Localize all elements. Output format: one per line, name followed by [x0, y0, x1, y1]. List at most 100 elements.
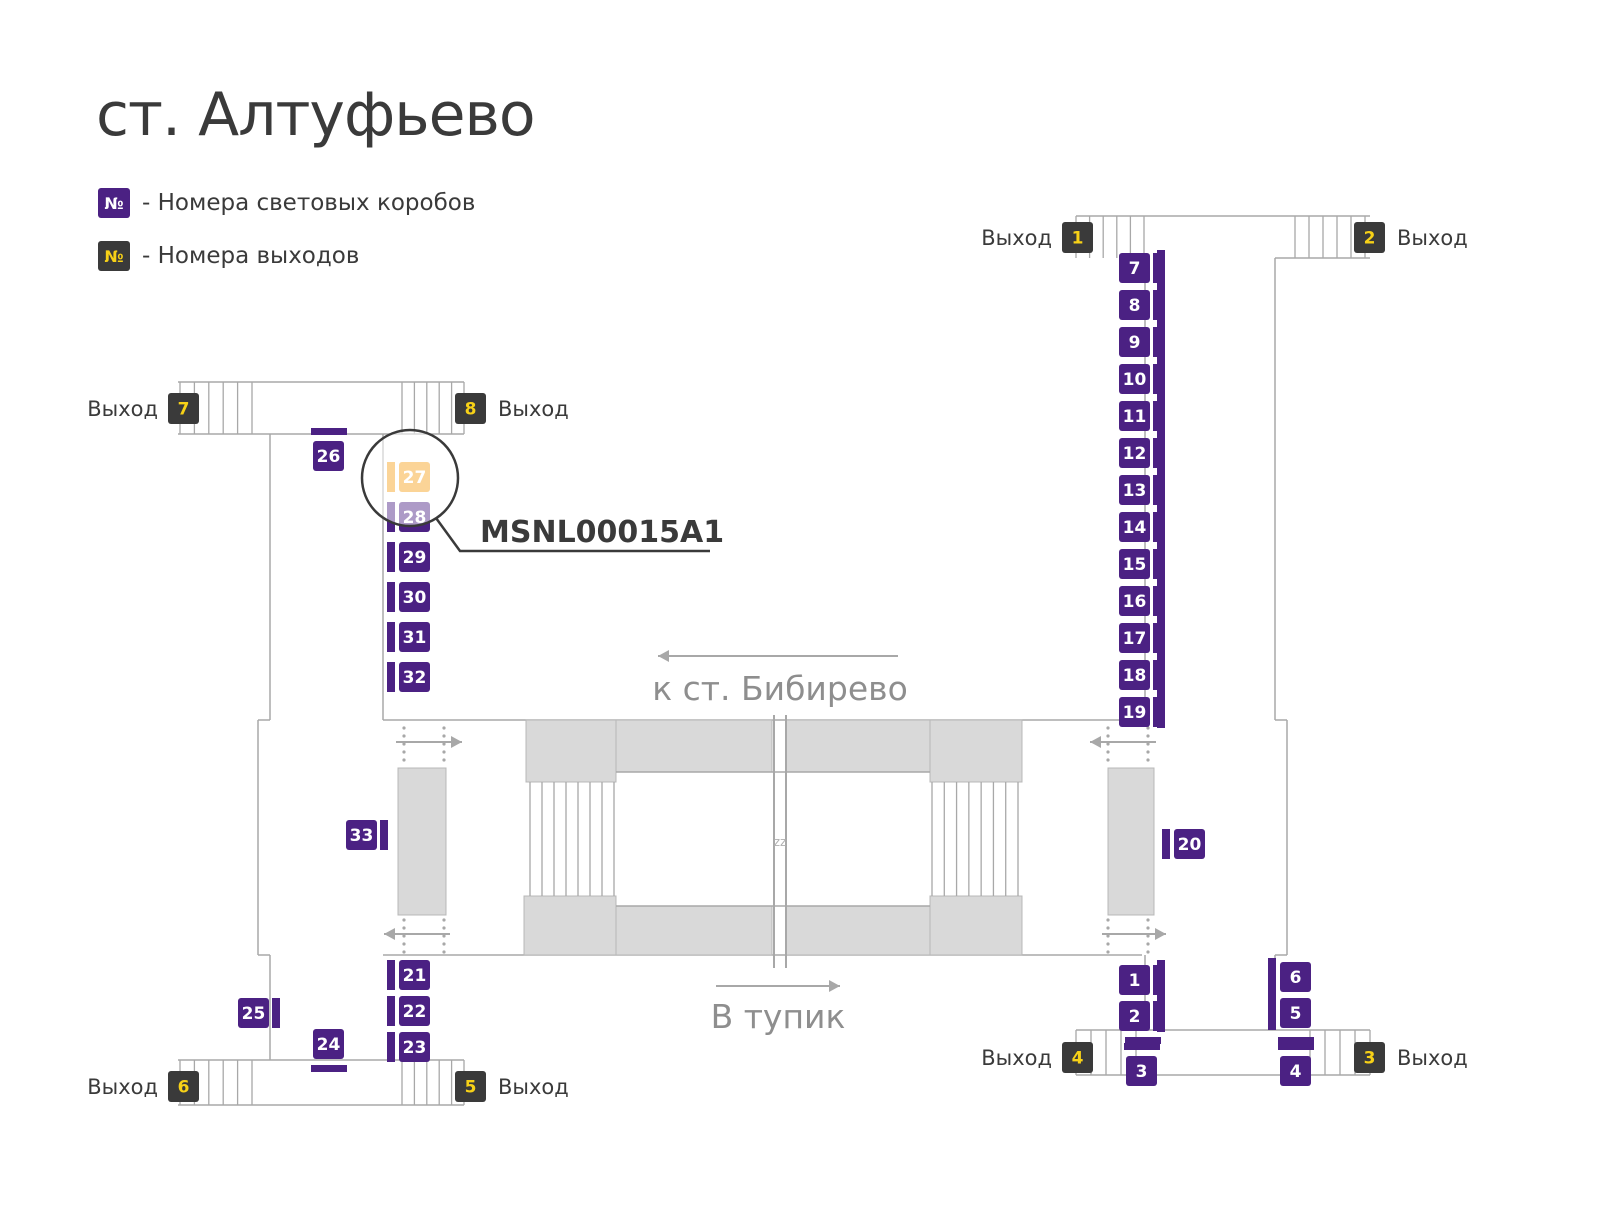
- platform-block: [525, 719, 617, 783]
- escalator-left: [529, 782, 615, 896]
- lightbox-11: 11: [1119, 401, 1150, 431]
- platform-block: [615, 905, 773, 956]
- lightbox-24-mount: [311, 1065, 347, 1072]
- lightbox-12-bg: [1119, 438, 1150, 468]
- dot: [1106, 726, 1110, 730]
- lightbox-23-label: 23: [403, 1038, 427, 1058]
- lightbox-column-mount: [1157, 960, 1165, 1032]
- arrow-head: [829, 980, 840, 992]
- dot: [402, 734, 406, 738]
- track-break: zz: [774, 835, 787, 849]
- lightbox-12: 12: [1119, 438, 1150, 468]
- dot: [1146, 750, 1150, 754]
- lightbox-21: 21: [399, 960, 430, 990]
- exit-7-chip-bg: [168, 393, 199, 424]
- lightbox-1-bg: [1119, 965, 1150, 995]
- lightbox-20-bg: [1174, 829, 1205, 859]
- platform-block: [523, 895, 617, 956]
- lightbox-5-label: 5: [1290, 1004, 1302, 1024]
- legend-exit-chip: №: [98, 241, 130, 271]
- lightbox-22-bg: [399, 996, 430, 1026]
- dot: [1106, 734, 1110, 738]
- lightbox-7: 7: [1119, 253, 1150, 283]
- platform-block: [785, 905, 931, 956]
- lightbox-6: 6: [1280, 962, 1311, 992]
- exit-4-chip-bg: [1062, 1042, 1093, 1073]
- exit-4-label: Выход: [981, 1046, 1052, 1070]
- lightbox-10-bg: [1119, 364, 1150, 394]
- dot: [1146, 934, 1150, 938]
- direction-label-bibirevo: к ст. Бибирево: [652, 669, 908, 708]
- platform-block: [615, 719, 773, 773]
- direction-label-dead-end: В тупик: [711, 997, 846, 1036]
- lightbox-32-mount: [387, 662, 395, 692]
- lightbox-3-bg: [1126, 1056, 1157, 1086]
- passage-dots: [1146, 726, 1150, 762]
- lightbox-19-label: 19: [1123, 703, 1147, 723]
- exit-6-chip-bg: [168, 1071, 199, 1102]
- lightbox-3-label: 3: [1136, 1062, 1148, 1082]
- legend-exit-text: - Номера выходов: [142, 243, 360, 269]
- lightbox-2-label: 2: [1129, 1007, 1141, 1027]
- lightbox-24-label: 24: [317, 1035, 341, 1055]
- lightbox-24-bg: [313, 1029, 344, 1059]
- lightbox-3-top-bar: [1125, 1037, 1161, 1044]
- exit-3-chip-label: 3: [1364, 1049, 1376, 1069]
- dot: [1106, 950, 1110, 954]
- lightbox-12-label: 12: [1123, 444, 1147, 464]
- exit-6-label: Выход: [87, 1075, 158, 1099]
- dot: [402, 934, 406, 938]
- exit-2-chip-label: 2: [1364, 229, 1376, 249]
- lightbox-31-label: 31: [403, 628, 427, 648]
- arrow-head: [658, 650, 669, 662]
- lightbox-21-label: 21: [403, 966, 427, 986]
- exit-2-chip: 2: [1354, 222, 1385, 253]
- lightbox-16-bg: [1119, 586, 1150, 616]
- exit-1-chip-bg: [1062, 222, 1093, 253]
- exit-1-label: Выход: [981, 226, 1052, 250]
- lightbox-25-bg: [238, 998, 269, 1028]
- lightbox-column-mount: [1268, 958, 1276, 1030]
- exit-1-chip: 1: [1062, 222, 1093, 253]
- lightbox-5-bg: [1280, 998, 1311, 1028]
- passage-dots: [1106, 726, 1110, 762]
- lightbox-19-bg: [1119, 697, 1150, 727]
- dot: [442, 934, 446, 938]
- lightbox-8-label: 8: [1129, 296, 1141, 316]
- lightbox-32-label: 32: [403, 668, 427, 688]
- lightbox-22-label: 22: [403, 1002, 427, 1022]
- dot: [442, 918, 446, 922]
- lightbox-11-bg: [1119, 401, 1150, 431]
- dot: [442, 742, 446, 746]
- exit-5-chip-bg: [455, 1071, 486, 1102]
- lightbox-23: 23: [399, 1032, 430, 1062]
- dot: [1146, 742, 1150, 746]
- arrow-head: [451, 736, 462, 748]
- passage-arrow: [1090, 736, 1156, 748]
- exit-2-chip-bg: [1354, 222, 1385, 253]
- lightbox-20-mount: [1162, 829, 1170, 859]
- dot: [402, 918, 406, 922]
- lightbox-18: 18: [1119, 660, 1150, 690]
- lightbox-11-label: 11: [1123, 407, 1147, 427]
- lightbox-31-mount: [387, 622, 395, 652]
- lightbox-29-mount: [387, 542, 395, 572]
- lightbox-14-bg: [1119, 512, 1150, 542]
- dot: [1146, 918, 1150, 922]
- lightbox-13-label: 13: [1123, 481, 1147, 501]
- platform-block: [929, 895, 1023, 956]
- lightbox-31: 31: [399, 622, 430, 652]
- lightbox-31-bg: [399, 622, 430, 652]
- exit-4-chip-label: 4: [1072, 1049, 1084, 1069]
- lightbox-33-mount: [380, 820, 388, 850]
- highlight-circle: [360, 428, 460, 528]
- passage-dots: [442, 918, 446, 954]
- exit-7-chip: 7: [168, 393, 199, 424]
- escalator-right: [931, 782, 1019, 896]
- dot: [1146, 734, 1150, 738]
- platform-block: [785, 719, 931, 773]
- legend-lightbox-chip: №: [98, 188, 130, 218]
- lightbox-22: 22: [399, 996, 430, 1026]
- lightbox-21-bg: [399, 960, 430, 990]
- lightbox-4-mount: [1278, 1043, 1314, 1050]
